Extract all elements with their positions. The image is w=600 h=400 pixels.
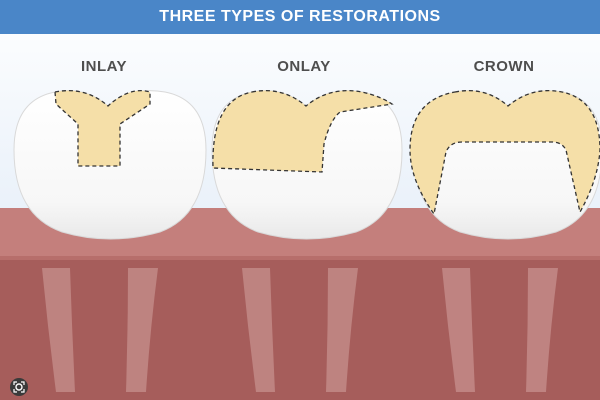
lens-icon[interactable]	[10, 378, 28, 396]
root	[442, 268, 475, 392]
label-onlay: ONLAY	[277, 58, 331, 75]
root	[326, 268, 358, 392]
root	[126, 268, 158, 392]
gum-edge	[0, 256, 600, 260]
root-area	[0, 260, 600, 400]
inlay-restoration	[54, 89, 151, 167]
label-inlay: INLAY	[80, 58, 128, 75]
inlay-tooth	[13, 89, 207, 240]
onlay-tooth	[211, 89, 403, 240]
crown-restoration	[409, 89, 600, 216]
diagram-title: THREE TYPES OF RESTORATIONS	[159, 8, 441, 25]
teeth-illustration	[0, 89, 600, 400]
onlay-restoration	[212, 89, 394, 173]
title-banner: THREE TYPES OF RESTORATIONS	[0, 0, 600, 34]
root	[242, 268, 275, 392]
crown-tooth	[409, 89, 600, 240]
root	[42, 268, 75, 392]
label-crown: CROWN	[473, 58, 535, 75]
root	[526, 268, 558, 392]
